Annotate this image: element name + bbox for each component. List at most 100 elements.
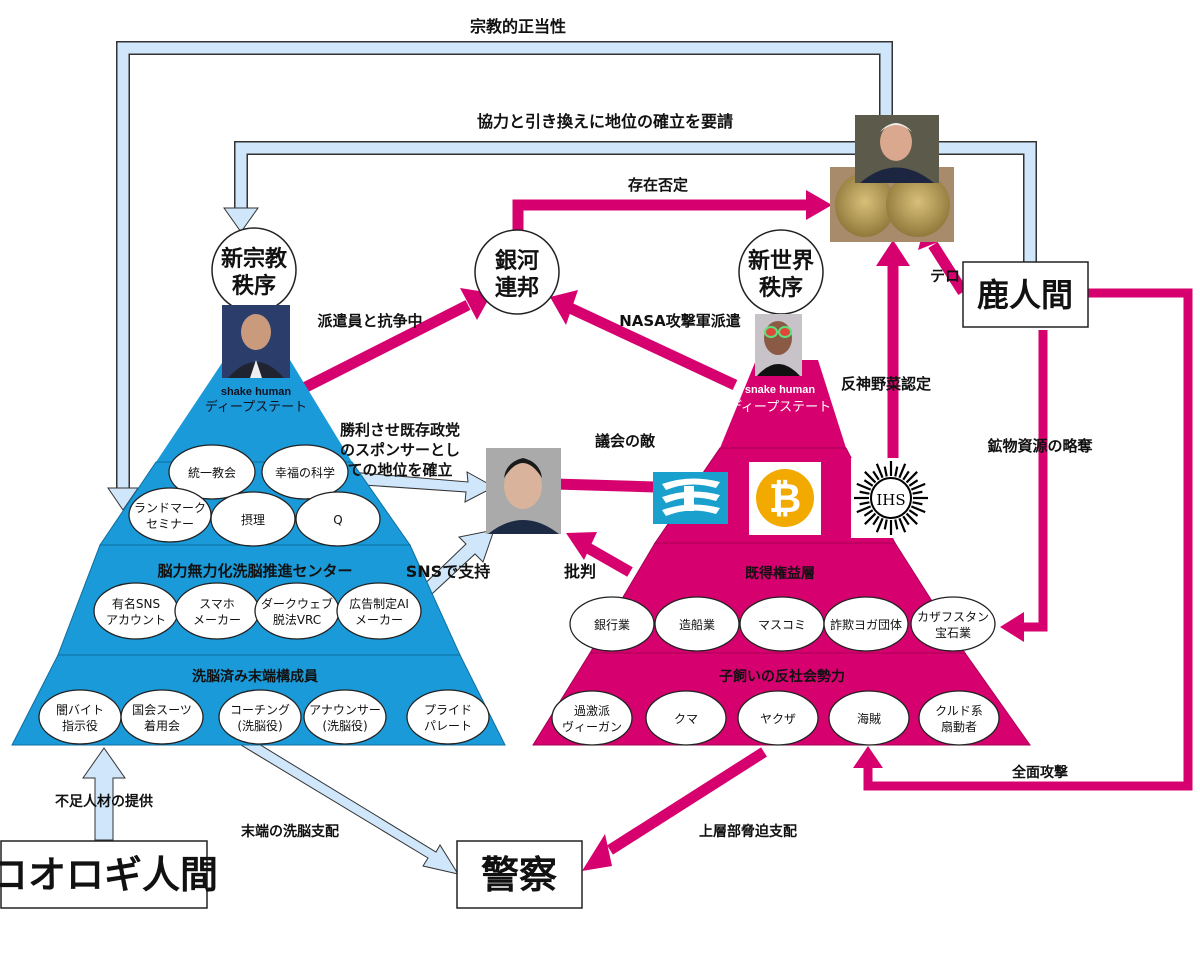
arrow-upper-coercion	[582, 747, 767, 871]
deer-human-label: 鹿人間	[977, 276, 1073, 314]
sun-ray	[908, 509, 919, 517]
arrow-terminal-control	[235, 734, 460, 875]
sun-ray	[910, 505, 926, 514]
left-tier2-item[interactable]: 広告制定AI メーカー	[336, 582, 422, 640]
wave-flag-logo	[653, 472, 728, 524]
right-tier2-item[interactable]: マスコミ	[739, 596, 825, 652]
portrait-potato-and-man	[830, 115, 954, 242]
left-tier1-item[interactable]: Q	[295, 491, 381, 547]
left-tier3-item-label: コーチング	[230, 703, 290, 717]
left-tier2-item-label: アカウント	[106, 613, 166, 627]
left-tier1-item-label: ランドマーク	[134, 501, 206, 515]
left-pyramid	[11, 360, 506, 746]
right-tier3-item-label: ヤクザ	[760, 712, 796, 726]
left-tier3-item-label: (洗脳役)	[322, 718, 367, 733]
left-tier1-item-label: 幸福の科学	[275, 465, 335, 480]
left-tier3-item[interactable]: アナウンサー(洗脳役)	[303, 689, 387, 745]
sun-ray	[912, 490, 923, 495]
right-tier2-item[interactable]: 銀行業	[569, 596, 655, 652]
left-tier2-item-label: 脱法VRC	[273, 612, 321, 627]
left-tier3-item[interactable]: コーチング(洗脳役)	[218, 689, 302, 745]
sun-ray	[912, 501, 923, 506]
circle-new-religion-order	[211, 227, 297, 313]
ihs-sun-logo: IHS	[851, 458, 931, 538]
right-tier3-item-label: クマ	[674, 712, 698, 726]
right-tier2-item-label: マスコミ	[758, 618, 806, 632]
left-tier1-item[interactable]: 統一教会	[168, 444, 256, 500]
right-tier2-item-label: 造船業	[679, 618, 715, 632]
left-tier3-item-label: 着用会	[144, 718, 180, 733]
sun-ray	[859, 501, 870, 506]
left-tier2-item-label: メーカー	[355, 613, 403, 627]
sun-ray	[902, 515, 910, 526]
right-tier3-item[interactable]: クマ	[645, 690, 727, 746]
left-tier1-item[interactable]: 摂理	[210, 491, 296, 547]
left-tier2-item-label: メーカー	[193, 613, 241, 627]
sun-ray	[863, 509, 874, 517]
left-tier3-item-label: 指示役	[62, 718, 98, 733]
left-tier1-item-label: Q	[333, 513, 342, 527]
sun-ray	[902, 470, 910, 481]
right-tier2-item-label: 詐欺ヨガ団体	[830, 617, 902, 632]
sun-ray	[908, 479, 919, 487]
sun-ray	[894, 519, 899, 530]
left-tier3-item-label: プライド	[424, 703, 472, 717]
right-tier3-item-label: ヴィーガン	[562, 719, 622, 734]
portrait-left-leader	[222, 305, 290, 378]
arrow-criticism	[566, 532, 633, 577]
right-tier2-item-label: 銀行業	[594, 618, 630, 632]
arrow-religious-legitimacy	[107, 41, 893, 511]
ihs-text: IHS	[876, 491, 905, 509]
arrow-conflict-envoy	[297, 288, 492, 395]
right-tier3-item[interactable]: 海賊	[828, 690, 910, 746]
right-tier3-item[interactable]: ヤクザ	[737, 690, 819, 746]
sun-ray	[872, 515, 880, 526]
right-tier2-item-label: カザフスタン	[917, 610, 989, 624]
arrow-nasa	[550, 290, 738, 390]
police-label: 警察	[481, 853, 557, 897]
sun-ray	[883, 519, 888, 530]
sun-ray	[875, 517, 884, 533]
sun-ray	[864, 471, 877, 484]
sun-ray	[910, 482, 926, 491]
right-tier2-item-label: 宝石業	[935, 626, 971, 640]
sun-ray	[898, 517, 907, 533]
arrow-anti-vegetable	[876, 240, 910, 460]
left-tier3-item-label: 国会スーツ	[132, 703, 192, 717]
left-tier2-item-label: ダークウェブ	[261, 596, 333, 611]
right-tier2-item[interactable]: 造船業	[654, 596, 740, 652]
right-tier2-item[interactable]: 詐欺ヨガ団体	[823, 596, 909, 652]
sun-ray	[859, 490, 870, 495]
sun-ray	[894, 466, 899, 477]
bitcoin-logo: ₿	[749, 462, 821, 535]
left-tier1-item[interactable]: 幸福の科学	[261, 444, 349, 500]
right-tier3-item-label: 海賊	[857, 711, 881, 726]
sun-ray	[883, 466, 888, 477]
sun-ray	[864, 512, 877, 525]
arrow-supply-personnel	[82, 747, 126, 841]
sun-ray	[856, 482, 872, 491]
right-pyramid	[532, 360, 1031, 746]
box-cricket-human[interactable]: コオロギ人間	[0, 840, 218, 909]
arrow-request-status	[223, 141, 1037, 265]
arrow-mineral	[1000, 330, 1048, 642]
bitcoin-symbol: ₿	[769, 476, 802, 522]
box-deer-human[interactable]: 鹿人間	[962, 261, 1089, 328]
circle-galactic-federation	[474, 229, 560, 315]
right-tier3-item-label: 扇動者	[941, 719, 977, 734]
left-tier2-item-label: 広告制定AI	[349, 596, 409, 611]
portrait-center-politician	[486, 448, 561, 534]
left-tier1-item-label: セミナー	[146, 517, 194, 531]
sun-ray	[905, 512, 918, 525]
box-police[interactable]: 警察	[456, 840, 583, 909]
